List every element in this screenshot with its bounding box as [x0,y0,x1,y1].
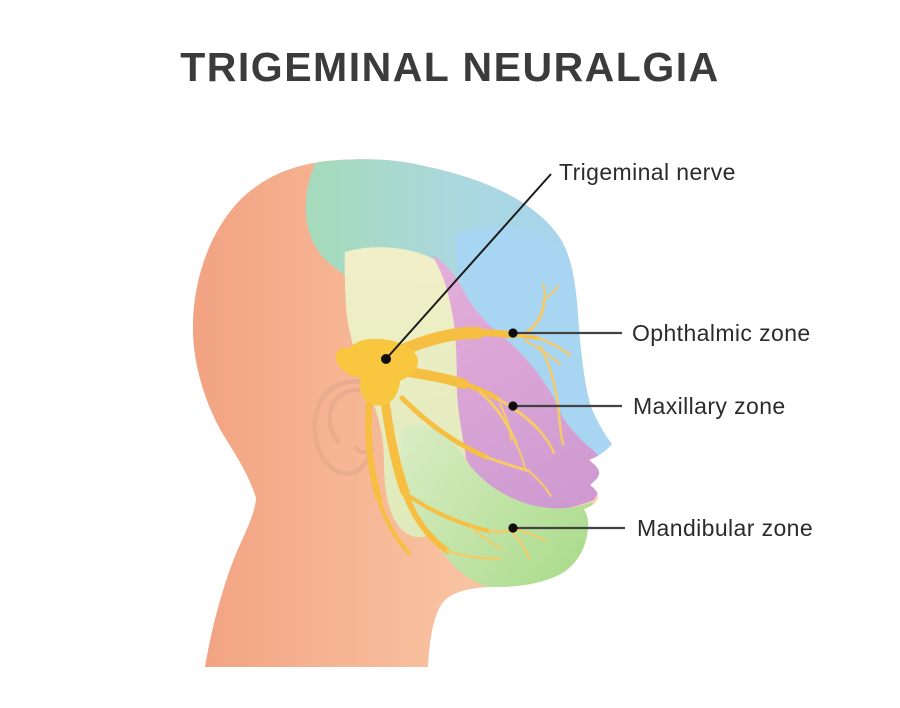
label-mandibular-zone: Mandibular zone [637,515,814,541]
dot-maxillary [508,401,518,411]
zone-maxillary [432,255,604,514]
label-maxillary-zone: Maxillary zone [633,393,786,419]
dot-mandibular [508,523,518,533]
dot-ophthalmic [508,328,518,338]
leader-line-trigeminal [385,173,552,360]
dot-trigeminal [381,354,391,364]
label-ophthalmic-zone: Ophthalmic zone [632,320,811,346]
label-trigeminal-nerve: Trigeminal nerve [559,159,736,185]
page-title: TRIGEMINAL NEURALGIA [180,44,720,90]
trigeminal-ganglion [336,338,418,406]
zone-ophthalmic [455,226,612,461]
annotation-leaders [381,173,625,533]
